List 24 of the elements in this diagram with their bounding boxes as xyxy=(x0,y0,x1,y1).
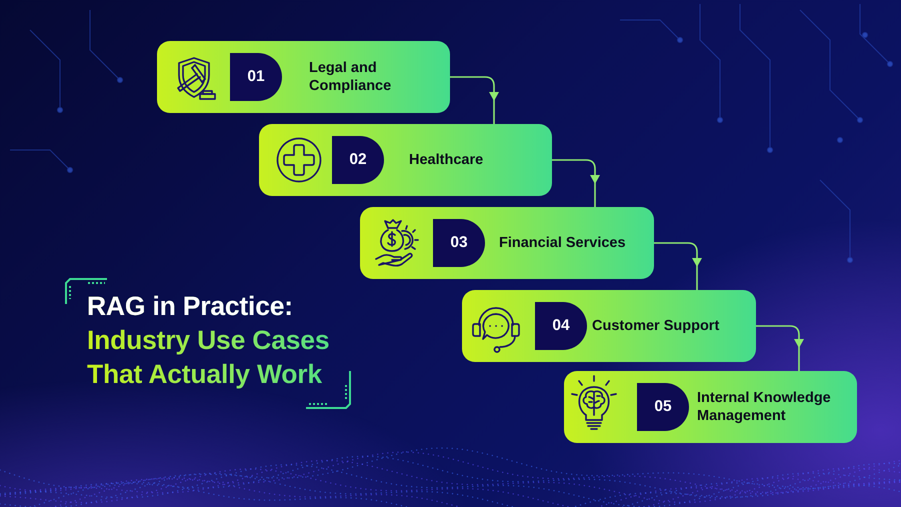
step-number: 02 xyxy=(349,151,367,169)
step-card xyxy=(157,41,450,113)
connector-arrow xyxy=(450,76,499,124)
step-label: Financial Services xyxy=(499,234,627,252)
step-card xyxy=(564,371,857,443)
number-tab xyxy=(230,53,282,101)
number-tab xyxy=(535,302,587,350)
number-tab xyxy=(433,219,485,267)
step-number: 03 xyxy=(450,234,468,252)
step-number: 01 xyxy=(247,68,265,86)
step-card xyxy=(462,290,756,362)
connector-arrow xyxy=(654,242,702,290)
step-card xyxy=(360,207,654,279)
step-label: Internal Knowledge Management xyxy=(697,389,832,425)
step-number: 05 xyxy=(654,398,672,416)
step-number: 04 xyxy=(552,317,570,335)
number-tab xyxy=(332,136,384,184)
number-tab xyxy=(637,383,689,431)
connector-arrow xyxy=(552,159,600,207)
step-label: Legal and Compliance xyxy=(309,59,392,95)
step-card xyxy=(259,124,552,196)
step-label: Customer Support xyxy=(592,317,720,335)
step-label: Healthcare xyxy=(409,151,484,169)
connector-arrow xyxy=(756,325,804,371)
